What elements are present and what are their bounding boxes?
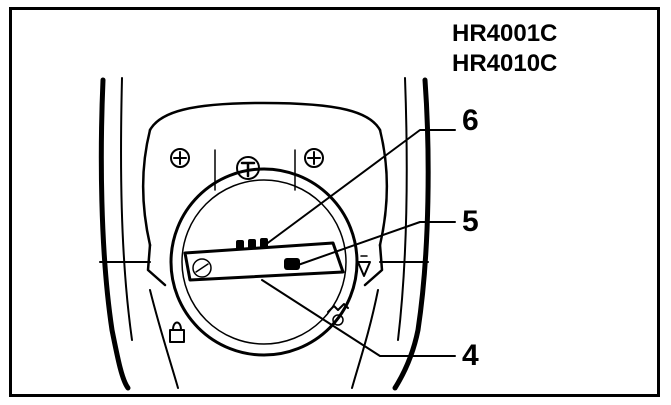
lug-right	[363, 243, 384, 287]
cover-right	[378, 128, 389, 247]
indicator-lobes	[236, 238, 268, 250]
screw-icon	[170, 148, 190, 168]
hammer-icon	[236, 156, 260, 180]
selector-knob-icon	[183, 241, 345, 282]
leader-5	[297, 221, 456, 266]
model-number-1: HR4001C	[452, 20, 558, 47]
lock-icon	[169, 321, 185, 343]
leader-4	[261, 279, 456, 357]
cover-left	[141, 128, 152, 247]
leader-6	[264, 129, 456, 246]
screw-icon	[304, 148, 324, 168]
callout-label-5: 5	[462, 205, 479, 238]
callout-label-4: 4	[462, 339, 479, 372]
rotation-hammer-icon	[327, 303, 349, 326]
housing-inner-left	[120, 77, 133, 341]
housing-outline-right	[392, 77, 431, 391]
body-lower-left	[149, 289, 179, 389]
model-number-2: HR4010C	[452, 50, 558, 77]
cover-top	[148, 101, 382, 132]
callout-label-6: 6	[462, 104, 479, 137]
lug-left	[146, 243, 167, 287]
mode-dial-ring-inner	[181, 179, 347, 345]
knob-pointer	[284, 258, 300, 270]
housing-outline-left	[98, 77, 131, 391]
body-lower-right	[351, 289, 379, 389]
rotation-only-icon	[357, 255, 371, 277]
housing-inner-right	[397, 77, 408, 341]
